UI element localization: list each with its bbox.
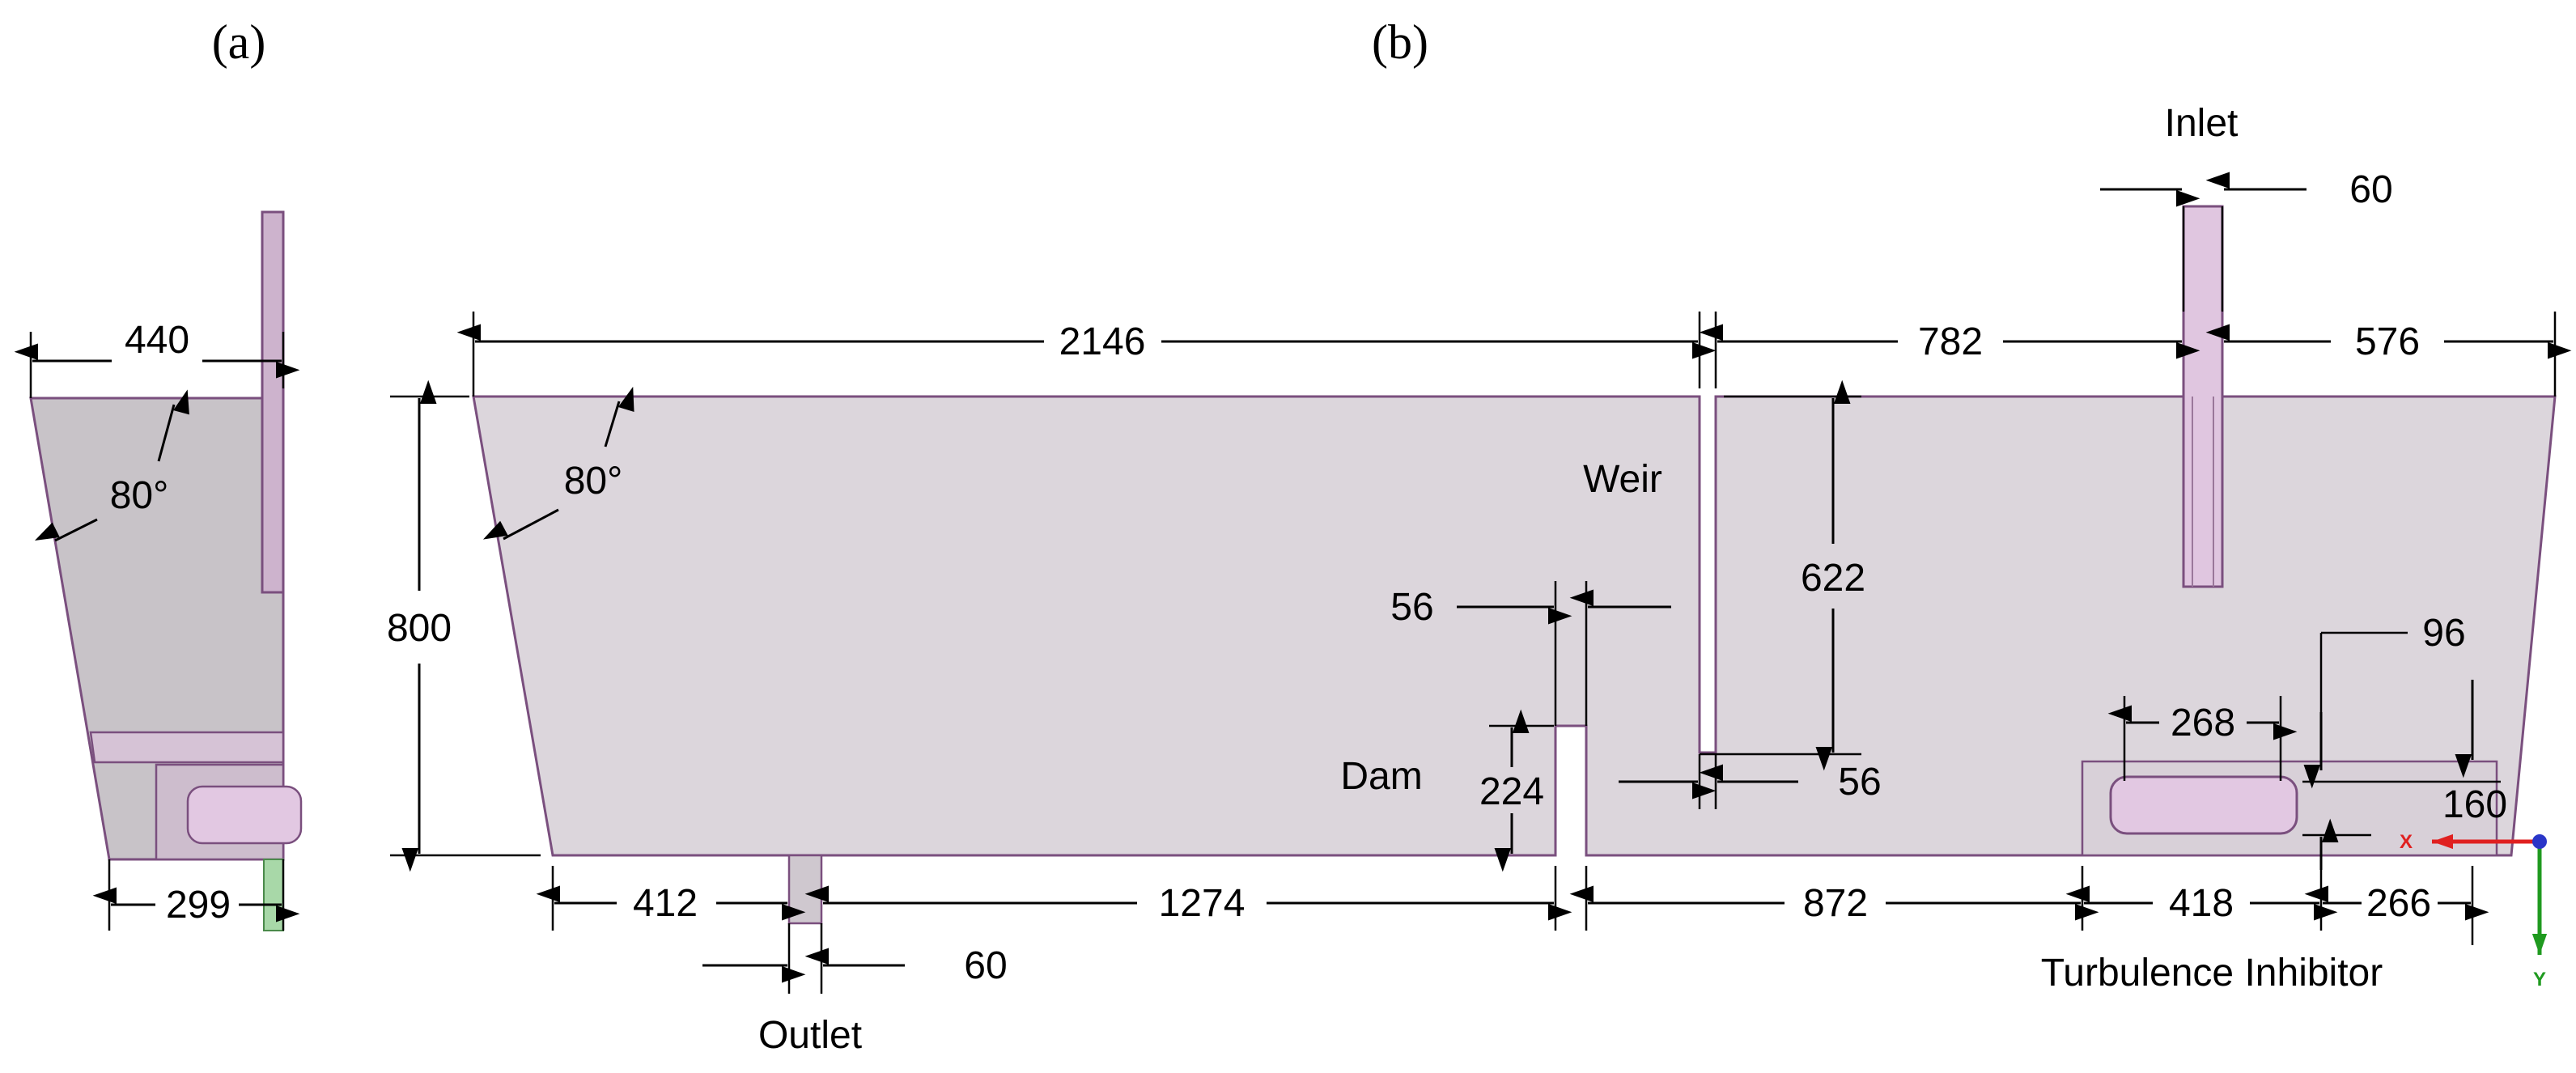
coordinate-triad: X Y <box>2400 831 2548 990</box>
dim-2146: 2146 <box>1059 320 1146 363</box>
dim-622: 622 <box>1801 557 1865 600</box>
panel-b-angle-label: 80° <box>564 460 623 503</box>
label-outlet: Outlet <box>758 1014 862 1057</box>
dim-266: 266 <box>2366 882 2431 925</box>
label-inlet: Inlet <box>2165 102 2239 145</box>
dim-outlet-60: 60 <box>964 944 1007 987</box>
panel-a-dim-440: 440 <box>125 319 189 362</box>
panel-a-angle-label: 80° <box>110 474 169 517</box>
panel-label-a: (a) <box>212 15 266 69</box>
panel-a-turbulence-inhibitor <box>186 785 303 845</box>
origin-dot <box>2532 834 2547 849</box>
label-weir: Weir <box>1583 458 1662 501</box>
dim-782: 782 <box>1918 320 1983 363</box>
dim-dam-56: 56 <box>1390 586 1433 629</box>
panel-b-angle-arrow-top <box>604 386 634 447</box>
panel-label-b: (b) <box>1372 15 1428 69</box>
panel-a-inlet-shroud <box>261 210 285 594</box>
panel-b-angle-arrow-left <box>482 508 559 541</box>
panel-a-bottom-layer <box>89 731 285 764</box>
dim-268: 268 <box>2171 702 2235 744</box>
dim-weir-56: 56 <box>1838 761 1881 804</box>
dim-1274: 1274 <box>1159 882 1246 925</box>
panel-b-inlet-shroud <box>2182 205 2224 588</box>
panel-a-angle-arrow-top <box>157 389 189 462</box>
panel-b-turbulence-inhibitor <box>2109 775 2298 835</box>
dim-418: 418 <box>2169 882 2234 925</box>
dim-224: 224 <box>1479 770 1544 813</box>
panel-a-dim-299: 299 <box>166 884 231 927</box>
dim-800: 800 <box>387 607 452 650</box>
panel-a-side-view: 440 80° 299 <box>14 210 303 931</box>
y-axis-label: Y <box>2533 969 2546 990</box>
panel-a-angle-arrow-left <box>34 518 98 542</box>
panel-b-outlet <box>787 854 823 925</box>
dim-576: 576 <box>2355 320 2420 363</box>
dim-872: 872 <box>1803 882 1868 925</box>
dim-96: 96 <box>2422 612 2465 655</box>
dim-160: 160 <box>2442 783 2507 826</box>
label-dam: Dam <box>1340 755 1422 798</box>
dim-inlet-60: 60 <box>2349 168 2392 211</box>
x-axis-label: X <box>2400 831 2413 853</box>
panel-b-tundish-body <box>472 395 2557 857</box>
panel-a-outlet <box>263 859 284 931</box>
panel-b-front-view: 2146 782 576 Inlet 60 800 80° Weir 622 5… <box>387 102 2572 1057</box>
label-turbulence-inhibitor: Turbulence Inhibitor <box>2041 952 2383 995</box>
dim-412: 412 <box>633 882 698 925</box>
